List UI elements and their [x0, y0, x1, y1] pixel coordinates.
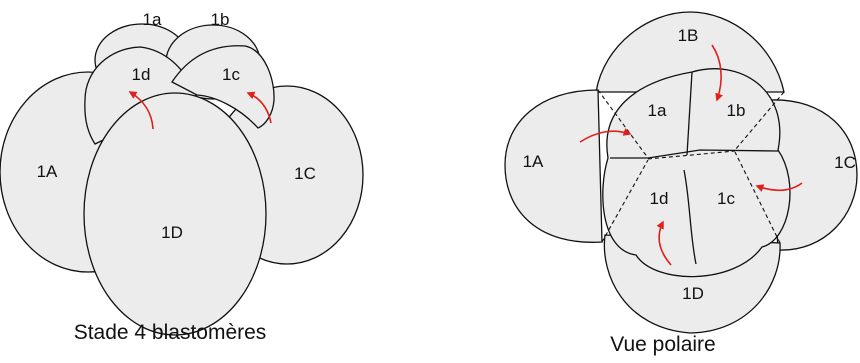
label-1d: 1d [132, 65, 151, 84]
label-1b-polar: 1b [727, 101, 746, 120]
label-1C-polar: 1C [834, 153, 856, 172]
label-1B: 1B [678, 26, 699, 45]
rotation-arrow-1c-polar [755, 182, 803, 192]
label-1D-polar: 1D [682, 284, 704, 303]
boundary-dashed-center [647, 150, 736, 160]
label-1c-polar: 1c [717, 189, 735, 208]
cell-1C-polar [769, 99, 858, 251]
wall-1a-1b [686, 71, 693, 156]
label-1a-polar: 1a [648, 101, 667, 120]
boundary-dashed-upper-right [734, 91, 785, 151]
boundary-dashed-upper-left [597, 89, 649, 159]
rotation-arrow-1b [711, 44, 723, 102]
inner-ring [602, 68, 791, 278]
cell-1D [83, 92, 267, 336]
label-1C: 1C [294, 164, 316, 183]
label-1A-polar: 1A [523, 152, 544, 171]
label-1d-polar: 1d [650, 189, 669, 208]
boundary-dashed-lower-right [734, 151, 781, 244]
label-1D: 1D [161, 223, 183, 242]
label-1A: 1A [37, 162, 58, 181]
rotation-arrow-1a [579, 128, 632, 143]
boundary-dashed-lower-left [601, 159, 649, 243]
cell-1c [171, 45, 275, 129]
rotation-arrow-1d [128, 91, 154, 130]
wall-1d-1c [683, 169, 697, 265]
caption-polar-view: Vue polaire [610, 333, 715, 356]
cell-1A-polar [504, 89, 603, 243]
label-1b: 1b [211, 10, 230, 29]
four-cell-stage-panel: 1a 1b 1d 1c 1A 1C 1D Stade 4 blastomères [0, 10, 364, 344]
label-1c: 1c [222, 65, 240, 84]
polar-view-panel: 1B 1a 1b 1A 1C 1d 1c 1D Vue polaire [504, 11, 858, 356]
wall-horizontal [610, 149, 779, 159]
caption-four-cell-stage: Stade 4 blastomères [74, 321, 267, 344]
cell-1d [84, 46, 198, 145]
rotation-arrow-1d-polar [656, 220, 672, 266]
rotation-arrow-1c [246, 91, 272, 124]
label-1a: 1a [143, 10, 162, 29]
